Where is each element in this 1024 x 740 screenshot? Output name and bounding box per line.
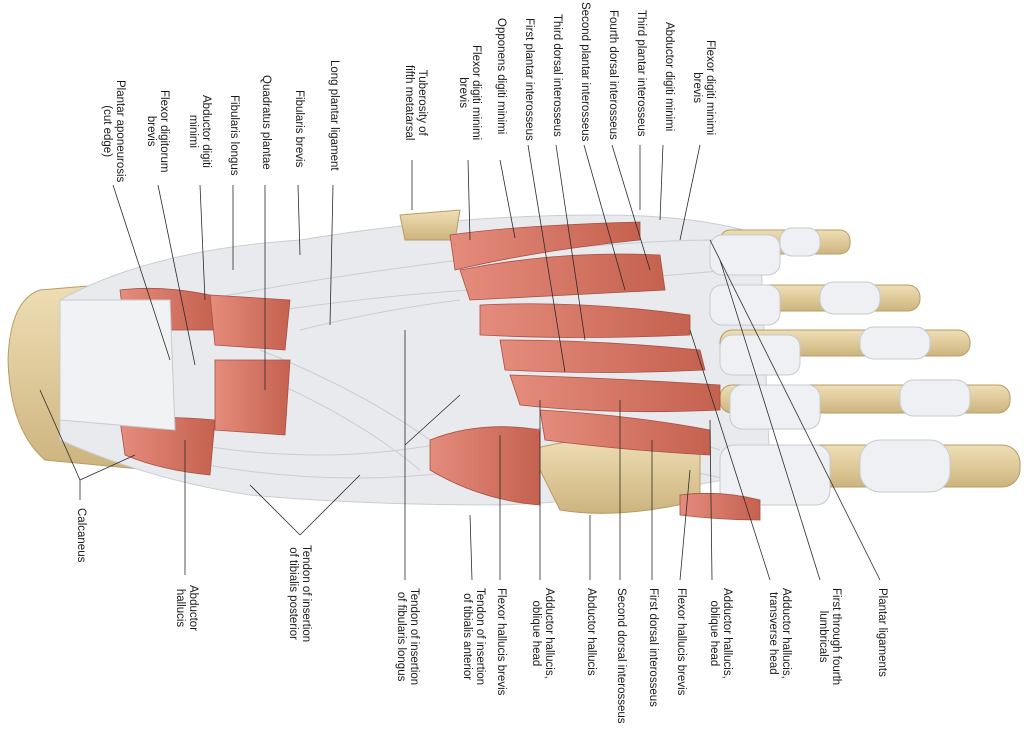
label-adductor-hallucis-oblique-2: Adductor hallucis, oblique head bbox=[708, 588, 733, 679]
label-fourth-dorsal-interosseus: Fourth dorsal interosseus bbox=[607, 10, 619, 140]
label-adductor-hallucis-transverse: Adductor hallucis, transverse head bbox=[767, 588, 792, 679]
label-second-dorsal-interosseus: Second dorsal interosseus bbox=[615, 588, 627, 724]
label-tuberosity-fifth-metatarsal: Tuberosity of fifth metatarsal bbox=[403, 65, 428, 141]
label-adductor-hallucis-oblique-1: Adductor hallucis, oblique head bbox=[530, 588, 555, 679]
label-abductor-digiti-minimi-toe: Abductor digiti minimi bbox=[663, 22, 675, 132]
label-flexor-digitorum-brevis: Flexor digitorum brevis bbox=[145, 90, 170, 173]
label-flexor-digiti-minimi-brevis-2: Flexor digiti minimi brevis bbox=[691, 40, 716, 136]
label-quadratus-plantae: Quadratus plantae bbox=[260, 75, 272, 170]
label-second-plantar-interosseus: Second plantar interosseus bbox=[579, 2, 591, 142]
label-opponens-digiti-minimi: Opponens digiti minimi bbox=[495, 18, 507, 135]
label-abductor-digiti-minimi-heel: Abductor digiti minimi bbox=[187, 95, 212, 168]
label-third-plantar-interosseus: Third plantar interosseus bbox=[635, 10, 647, 137]
label-tendon-fibularis-longus: Tendon of insertion of fibularis longus bbox=[395, 588, 420, 686]
label-first-plantar-interosseus: First plantar interosseus bbox=[523, 18, 535, 141]
midfoot-muscles bbox=[429, 221, 761, 521]
label-abductor-hallucis-2: Abductor hallucis bbox=[585, 588, 597, 676]
label-calcaneus: Calcaneus bbox=[75, 508, 87, 563]
plantar-aponeurosis-cut bbox=[59, 299, 176, 431]
label-abductor-hallucis: Abductor hallucis bbox=[174, 585, 199, 632]
label-fibularis-longus: Fibularis longus bbox=[228, 95, 240, 176]
label-third-dorsal-interosseus: Third dorsal interosseus bbox=[551, 14, 563, 137]
label-flexor-hallucis-brevis-1: Flexor hallucis brevis bbox=[495, 588, 507, 696]
label-flexor-hallucis-brevis-2: Flexor hallucis brevis bbox=[675, 588, 687, 696]
plantar-ligaments-toes bbox=[709, 227, 971, 506]
label-tendon-tibialis-anterior: Tendon of insertion of tibialis anterior bbox=[461, 588, 486, 686]
label-fibularis-brevis: Fibularis brevis bbox=[293, 90, 305, 168]
label-lumbricals: First through fourth lumbricals bbox=[817, 588, 842, 686]
label-plantar-aponeurosis: Plantar aponeurosis (cut edge) bbox=[101, 80, 126, 183]
label-tendon-tibialis-posterior: Tendon of insertion of tibialis posterio… bbox=[287, 545, 312, 643]
label-first-dorsal-interosseus: First dorsal interosseus bbox=[647, 588, 659, 707]
label-flexor-digiti-minimi-brevis-1: Flexor digiti minimi brevis bbox=[457, 45, 482, 141]
label-long-plantar-ligament: Long plantar ligament bbox=[328, 60, 340, 171]
label-plantar-ligaments: Plantar ligaments bbox=[876, 588, 888, 677]
